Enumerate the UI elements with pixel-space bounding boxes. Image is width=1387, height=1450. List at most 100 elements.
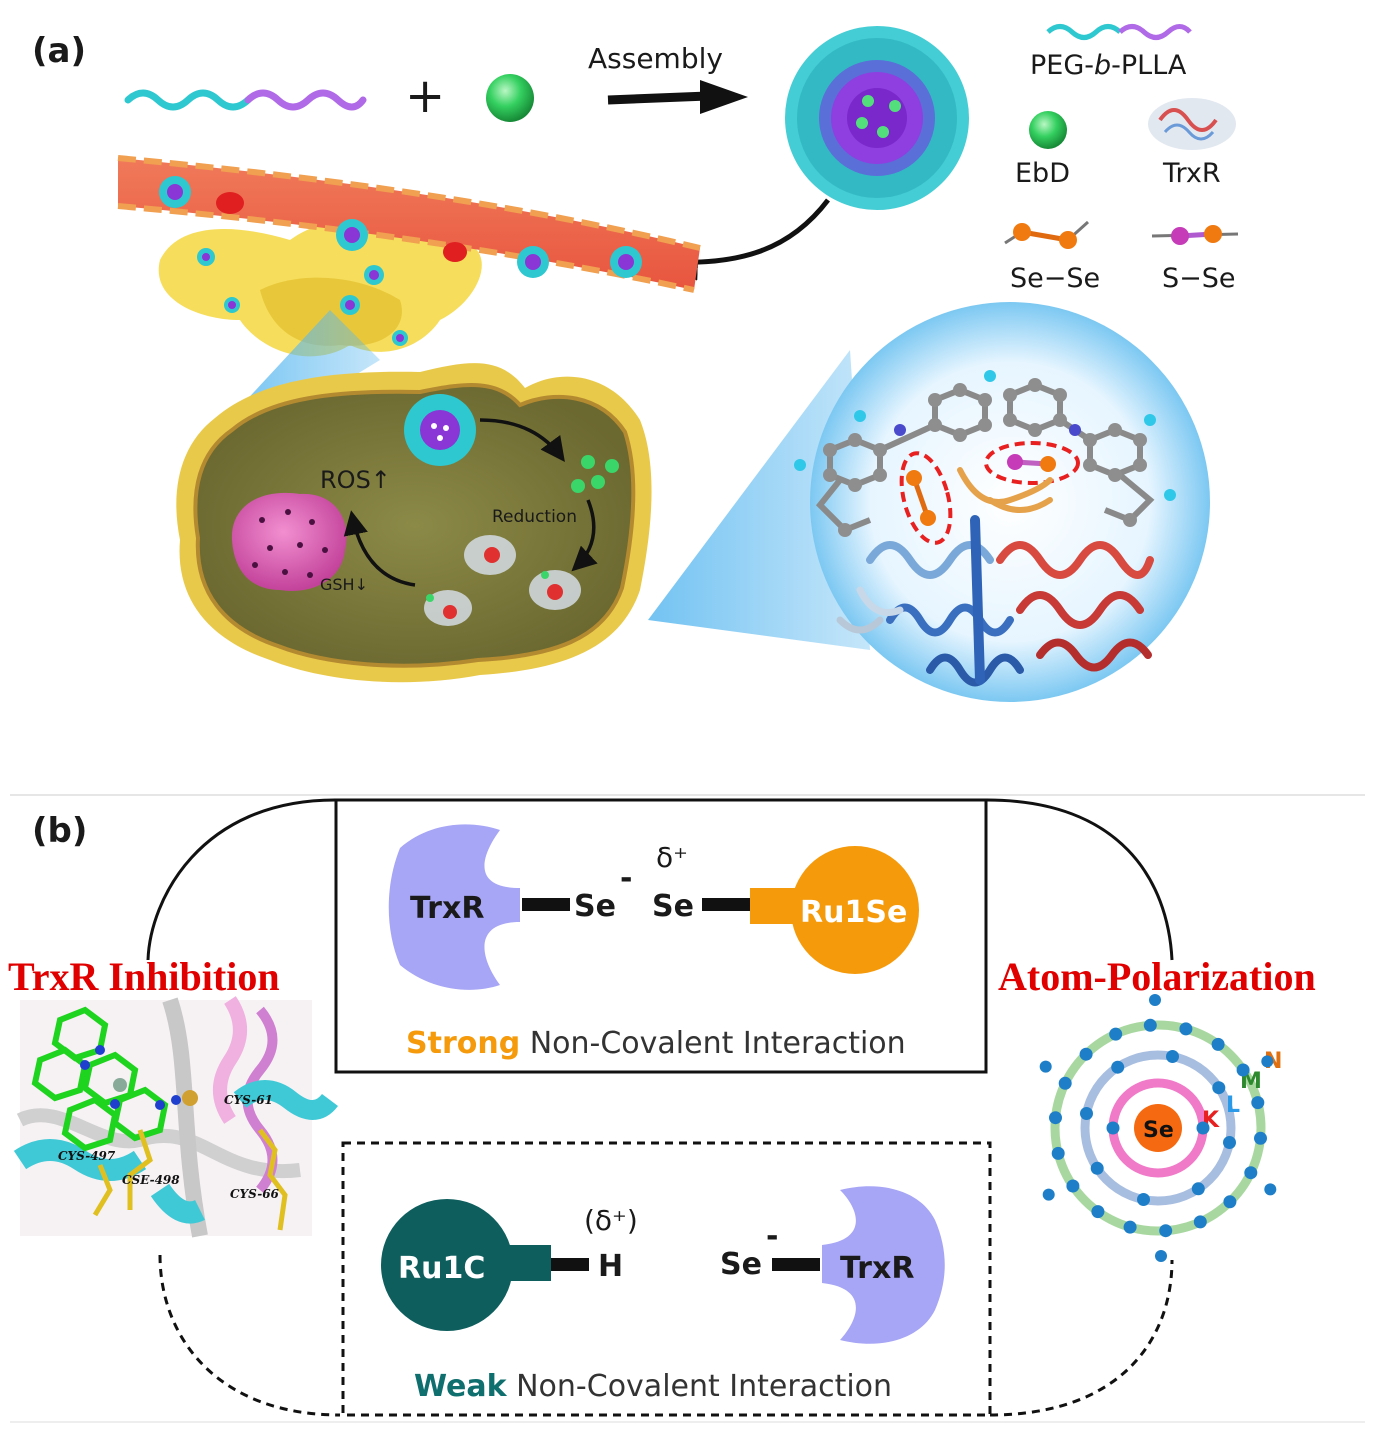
legend-s-se-icon	[1151, 225, 1239, 245]
electron-dot	[1254, 1131, 1267, 1145]
release-arrow	[479, 418, 565, 462]
released-ebd-beads	[571, 455, 619, 493]
cysteine-sticks	[92, 1128, 288, 1231]
electron-dot	[1080, 1107, 1093, 1120]
electron-dot	[1179, 1022, 1193, 1036]
electron-dot	[1090, 1161, 1104, 1175]
reduction-arrow	[571, 499, 598, 572]
weak-caption: Weak Non-Covalent Interaction	[414, 1369, 892, 1404]
electron-dot	[1223, 1136, 1236, 1149]
electron-dot	[1212, 1081, 1226, 1095]
blood-vessel	[117, 155, 701, 346]
ru1c-compound-shape	[381, 1199, 513, 1331]
ru1se-label: Ru1Se	[800, 895, 907, 930]
electron-dot	[1079, 1047, 1093, 1061]
legend-polymer-icon	[1046, 24, 1192, 40]
ebd-bead-icon	[486, 74, 534, 122]
zoom-beam-protein	[648, 350, 870, 650]
electron-dot	[1109, 1027, 1123, 1041]
bottom-left-connector	[158, 1254, 341, 1417]
trxr-top-label: TrxR	[410, 891, 484, 926]
se-anion-label: Se	[574, 889, 616, 924]
tumor-nucleus-icon	[231, 492, 347, 591]
electron-dot	[1264, 1183, 1277, 1196]
electron-dot	[1123, 1220, 1137, 1234]
legend-trxr-icon	[1148, 98, 1236, 150]
legend: PEG-b-PLLA EbD TrxR Se−Se	[1004, 24, 1239, 294]
panel-a-label: (a)	[32, 31, 86, 71]
electron-dot	[1261, 1055, 1274, 1068]
electron-dot	[1149, 994, 1161, 1006]
cys-61-label: CYS-61	[224, 1093, 273, 1107]
protein-binding-zoom	[794, 302, 1210, 702]
electron-dot	[1051, 1146, 1065, 1160]
electron-dot	[1049, 1111, 1062, 1125]
electron-dot	[1039, 1060, 1052, 1073]
bottom-right-connector	[989, 1259, 1174, 1417]
electron-dot	[1155, 1250, 1167, 1262]
hydrogen-label: H	[598, 1249, 623, 1284]
polymer-chain-icon	[124, 89, 367, 111]
gsh-label: GSH↓	[320, 575, 368, 594]
strong-interaction-box: TrxR Se - δ⁺ Se Ru1Se Strong Non-Covalen…	[334, 798, 988, 1074]
ros-label: ROS↑	[320, 466, 391, 494]
assembly-label: Assembly	[588, 42, 723, 75]
panel-a: (a) + Assembly	[32, 24, 1239, 702]
cancer-cell: ROS↑ Reduction GSH↓	[176, 363, 652, 683]
nucleus-spots	[252, 509, 328, 578]
panel-b-label: (b)	[32, 811, 87, 851]
shell-l-label: L	[1226, 1093, 1240, 1118]
weak-interaction-box: Ru1C (δ⁺) H Se - TrxR Weak Non-Covalent …	[341, 1141, 992, 1417]
shell-n-ring	[1050, 1020, 1266, 1236]
trxr-inhibition-title: TrxR Inhibition	[8, 954, 280, 999]
electron-dot	[1223, 1195, 1237, 1209]
nitrogen-atoms	[80, 1045, 181, 1110]
strong-caption: Strong Non-Covalent Interaction	[406, 1026, 906, 1061]
electron-dot	[1166, 1050, 1179, 1063]
cys-497-label: CYS-497	[58, 1149, 116, 1163]
electron-dot	[1236, 1063, 1250, 1077]
se-nucleus-label: Se	[1143, 1118, 1174, 1143]
electron-dot	[1244, 1166, 1258, 1180]
legend-ebd-icon	[1029, 111, 1067, 149]
electron-dot	[1111, 1060, 1125, 1074]
se-minus-charge: -	[620, 861, 632, 896]
top-right-connector	[986, 798, 1174, 961]
reduction-label: Reduction	[492, 507, 577, 527]
electron-dot	[1106, 1121, 1120, 1135]
electron-dot	[1143, 1018, 1157, 1032]
gsh-arrow	[343, 510, 416, 587]
electron-dot	[1091, 1205, 1105, 1219]
cse-498-label: CSE-498	[122, 1173, 180, 1187]
se-nucleus	[1134, 1104, 1182, 1152]
atom-polarization-title: Atom-Polarization	[998, 954, 1316, 999]
se-atom-shell-diagram: Se K L M N	[1039, 994, 1282, 1262]
electron-dot	[1058, 1076, 1072, 1090]
cys-66-label: CYS-66	[230, 1187, 280, 1201]
legend-ebd-label: EbD	[1015, 158, 1070, 189]
electron-dot	[1137, 1193, 1150, 1206]
shell-m-ring	[1080, 1050, 1236, 1206]
legend-trxr-label: TrxR	[1162, 158, 1221, 189]
trxr-protein-icons	[424, 535, 581, 626]
electron-dot	[1159, 1224, 1173, 1238]
bond-line-left	[522, 898, 570, 911]
electrons	[1039, 994, 1277, 1262]
se-anion-bottom-label: Se	[720, 1247, 762, 1282]
trxr-ribbon-structure	[836, 467, 1154, 687]
ru1c-linker	[505, 1245, 551, 1281]
ch-bond-line	[551, 1258, 589, 1271]
plus-sign: +	[405, 68, 445, 124]
legend-se-se-label: Se−Se	[1010, 263, 1100, 294]
legend-se-se-icon	[1004, 220, 1090, 249]
electron-dot	[1191, 1182, 1205, 1196]
se-minus-charge-bottom: -	[766, 1219, 778, 1254]
trxr-bottom-label: TrxR	[840, 1251, 914, 1286]
legend-polymer-label: PEG-b-PLLA	[1030, 50, 1187, 81]
ru1se-compound-shape	[791, 846, 919, 974]
ru1c-label: Ru1C	[398, 1251, 485, 1286]
se-se-bond-highlight	[899, 451, 953, 545]
docking-structure-image: CYS-497 CSE-498 CYS-61 CYS-66	[13, 996, 338, 1238]
assembly-arrow	[607, 80, 748, 114]
